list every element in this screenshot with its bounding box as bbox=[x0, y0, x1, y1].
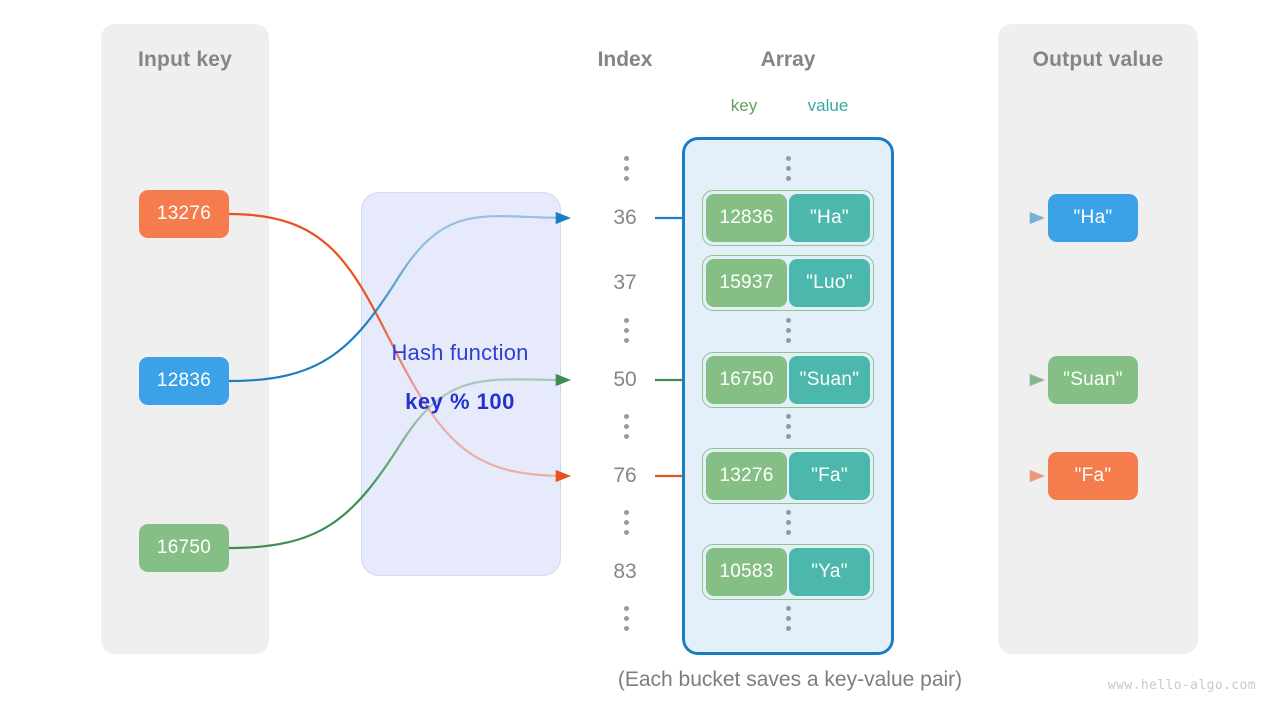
index-ellipsis-4 bbox=[619, 606, 633, 631]
array-column-header: Array bbox=[760, 48, 816, 71]
index-label-83: 83 bbox=[613, 560, 637, 583]
bucket-key: 15937 bbox=[706, 259, 787, 307]
index-ellipsis-1 bbox=[619, 318, 633, 343]
input-key-chip-1[interactable]: 12836 bbox=[139, 357, 229, 405]
bucket-row[interactable]: 13276 "Fa" bbox=[702, 448, 874, 504]
index-column-header: Index bbox=[597, 48, 653, 71]
diagram-caption: (Each bucket saves a key-value pair) bbox=[617, 668, 963, 691]
array-ellipsis-4 bbox=[781, 606, 795, 631]
output-value-text: "Ha" bbox=[1073, 207, 1113, 228]
bucket-row[interactable]: 15937 "Luo" bbox=[702, 255, 874, 311]
output-value-chip-2[interactable]: "Fa" bbox=[1048, 452, 1138, 500]
bucket-row[interactable]: 16750 "Suan" bbox=[702, 352, 874, 408]
bucket-row[interactable]: 10583 "Ya" bbox=[702, 544, 874, 600]
array-ellipsis-0 bbox=[781, 156, 795, 181]
bucket-value: "Luo" bbox=[789, 259, 870, 307]
input-panel-title: Input key bbox=[138, 48, 232, 71]
bucket-key: 13276 bbox=[706, 452, 787, 500]
index-ellipsis-2 bbox=[619, 414, 633, 439]
array-ellipsis-3 bbox=[781, 510, 795, 535]
index-ellipsis-0 bbox=[619, 156, 633, 181]
output-value-text: "Fa" bbox=[1074, 465, 1112, 486]
bucket-value: "Ya" bbox=[789, 548, 870, 596]
output-value-panel: Output value bbox=[998, 24, 1198, 654]
output-value-chip-0[interactable]: "Ha" bbox=[1048, 194, 1138, 242]
hash-function-box bbox=[361, 192, 561, 576]
bucket-value: "Ha" bbox=[789, 194, 870, 242]
input-key-text: 16750 bbox=[156, 537, 212, 558]
hash-function-label: Hash function bbox=[391, 340, 529, 365]
index-label-36: 36 bbox=[613, 206, 637, 229]
bucket-key: 16750 bbox=[706, 356, 787, 404]
key-subheader: key bbox=[730, 96, 758, 115]
index-label-37: 37 bbox=[613, 271, 637, 294]
array-ellipsis-1 bbox=[781, 318, 795, 343]
input-key-text: 12836 bbox=[156, 370, 212, 391]
bucket-key: 10583 bbox=[706, 548, 787, 596]
output-panel-title: Output value bbox=[1032, 48, 1164, 71]
bucket-row[interactable]: 12836 "Ha" bbox=[702, 190, 874, 246]
input-key-chip-2[interactable]: 16750 bbox=[139, 524, 229, 572]
index-ellipsis-3 bbox=[619, 510, 633, 535]
input-key-text: 13276 bbox=[156, 203, 212, 224]
index-label-50: 50 bbox=[613, 368, 637, 391]
output-value-text: "Suan" bbox=[1063, 369, 1123, 390]
hash-function-formula: key % 100 bbox=[405, 389, 515, 414]
bucket-value: "Suan" bbox=[789, 356, 870, 404]
bucket-value: "Fa" bbox=[789, 452, 870, 500]
value-subheader: value bbox=[807, 96, 849, 115]
output-value-chip-1[interactable]: "Suan" bbox=[1048, 356, 1138, 404]
array-ellipsis-2 bbox=[781, 414, 795, 439]
index-label-76: 76 bbox=[613, 464, 637, 487]
input-key-chip-0[interactable]: 13276 bbox=[139, 190, 229, 238]
site-watermark: www.hello-algo.com bbox=[1107, 678, 1256, 693]
bucket-key: 12836 bbox=[706, 194, 787, 242]
